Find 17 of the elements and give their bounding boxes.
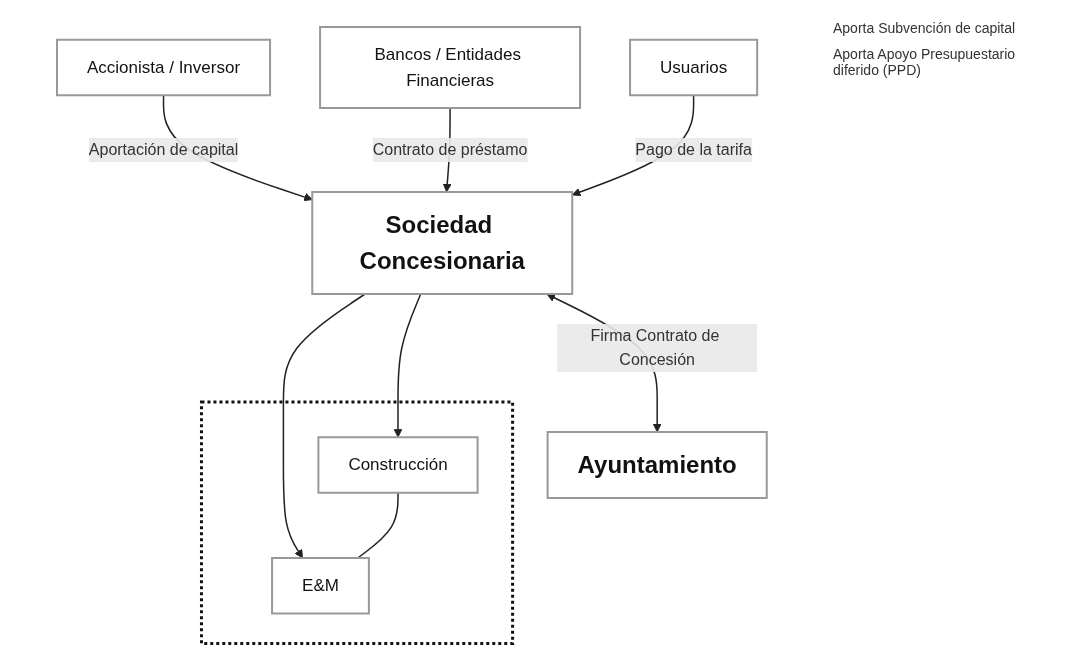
node-box: Ayuntamiento [546,431,768,500]
note-text: Aporta Subvención de capital [833,20,1017,36]
edge-label: Firma Contrato de Concesión [590,327,720,369]
connector [356,492,399,559]
node-box: E&M [270,557,370,615]
node-box: Accionista / Inversor [55,39,271,97]
note-text: Aporta Apoyo Presupuestario diferido (PPD) [833,46,1017,78]
cluster [199,400,514,646]
edge-label: Contrato de préstamo [372,141,528,159]
node-box: Construcción [317,436,479,494]
edge-label: Aportación de capital [88,141,238,159]
arrow [282,293,366,559]
edge-label: Pago de la tarifa [634,141,752,159]
node-box: Bancos / Entidades Financieras [318,26,581,110]
node-box: Usuarios [628,39,758,97]
node-box: Sociedad Concesionaria [310,191,573,296]
arrow [393,293,422,438]
